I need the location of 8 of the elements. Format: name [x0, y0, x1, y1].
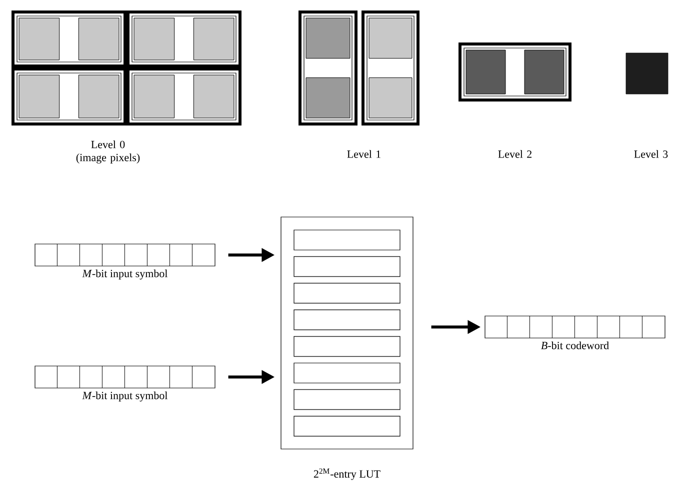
- lut-caption: 2$^{2M}$-entry LUT: [314, 468, 380, 480]
- level-label: Level 2: [498, 150, 532, 158]
- register-caption: B-bit codeword: [541, 342, 609, 350]
- level-label: Level 0 (image pixels): [76, 140, 140, 164]
- level-label: Level 1: [347, 150, 380, 158]
- register-caption: M-bit input symbol: [82, 270, 168, 280]
- register-caption: M-bit input symbol: [82, 392, 168, 402]
- level-label: Level 3: [634, 150, 668, 158]
